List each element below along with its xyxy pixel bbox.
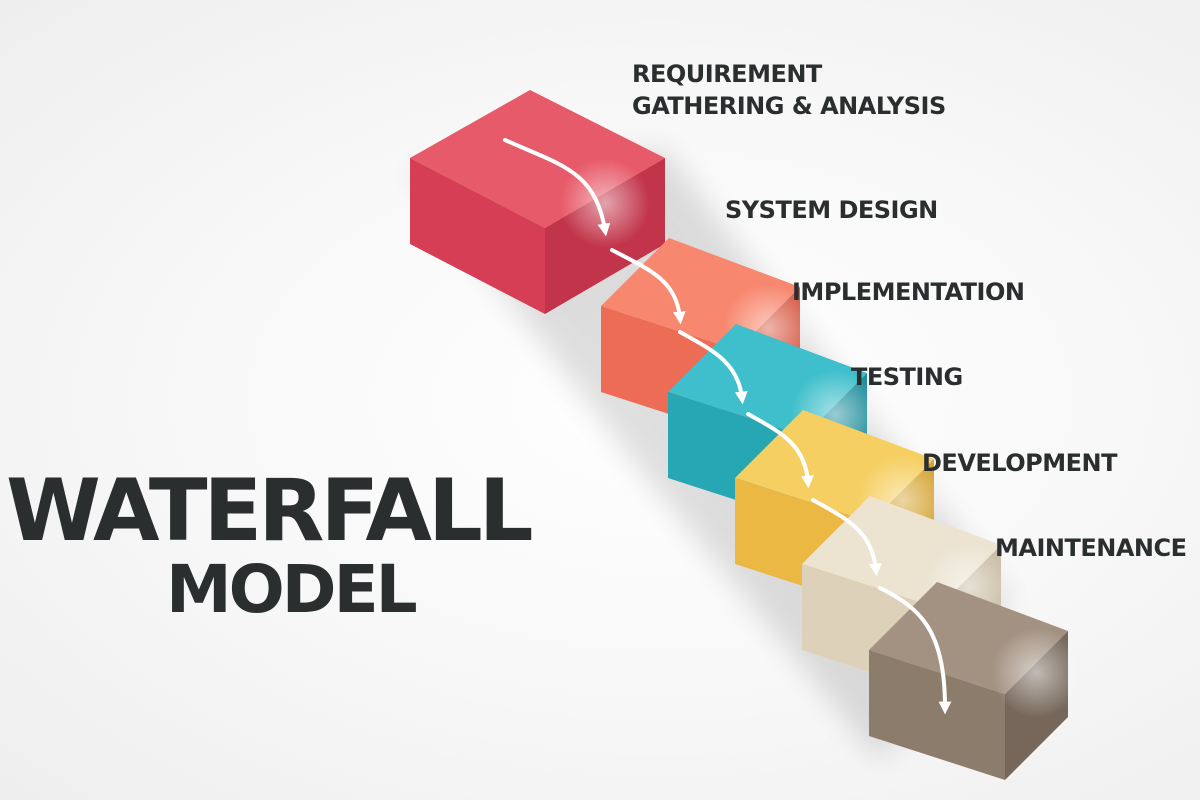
stage-label-development: DEVELOPMENT <box>922 448 1117 480</box>
flow-arrow <box>878 586 952 715</box>
stage-label-requirement-gathering: REQUIREMENT GATHERING & ANALYSIS <box>632 59 946 122</box>
stage-label-system-design: SYSTEM DESIGN <box>725 195 938 227</box>
stage-label-line: IMPLEMENTATION <box>792 278 1025 306</box>
step-front <box>410 158 545 314</box>
stage-label-line: REQUIREMENT <box>632 60 822 88</box>
stage-label-line: GATHERING & ANALYSIS <box>632 91 946 120</box>
step-highlight <box>991 627 1082 718</box>
flow-arrow <box>610 248 686 325</box>
stage-label-line: MAINTENANCE <box>995 534 1187 562</box>
stage-label-line: DEVELOPMENT <box>922 449 1117 477</box>
waterfall-step <box>869 582 1082 780</box>
stage-label-line: SYSTEM DESIGN <box>725 196 938 224</box>
stage-label-testing: TESTING <box>851 362 963 394</box>
flow-arrow <box>678 330 748 405</box>
flow-arrow <box>811 498 882 577</box>
step-front <box>869 650 1005 780</box>
flow-arrow <box>746 412 814 489</box>
flow-arrow <box>503 138 611 237</box>
stage-label-line: TESTING <box>851 363 963 391</box>
stage-label-maintenance: MAINTENANCE <box>995 533 1187 565</box>
stage-label-implementation: IMPLEMENTATION <box>792 277 1025 309</box>
diagram-title: WATERFALL <box>6 461 534 561</box>
diagram-subtitle: MODEL <box>166 551 418 628</box>
